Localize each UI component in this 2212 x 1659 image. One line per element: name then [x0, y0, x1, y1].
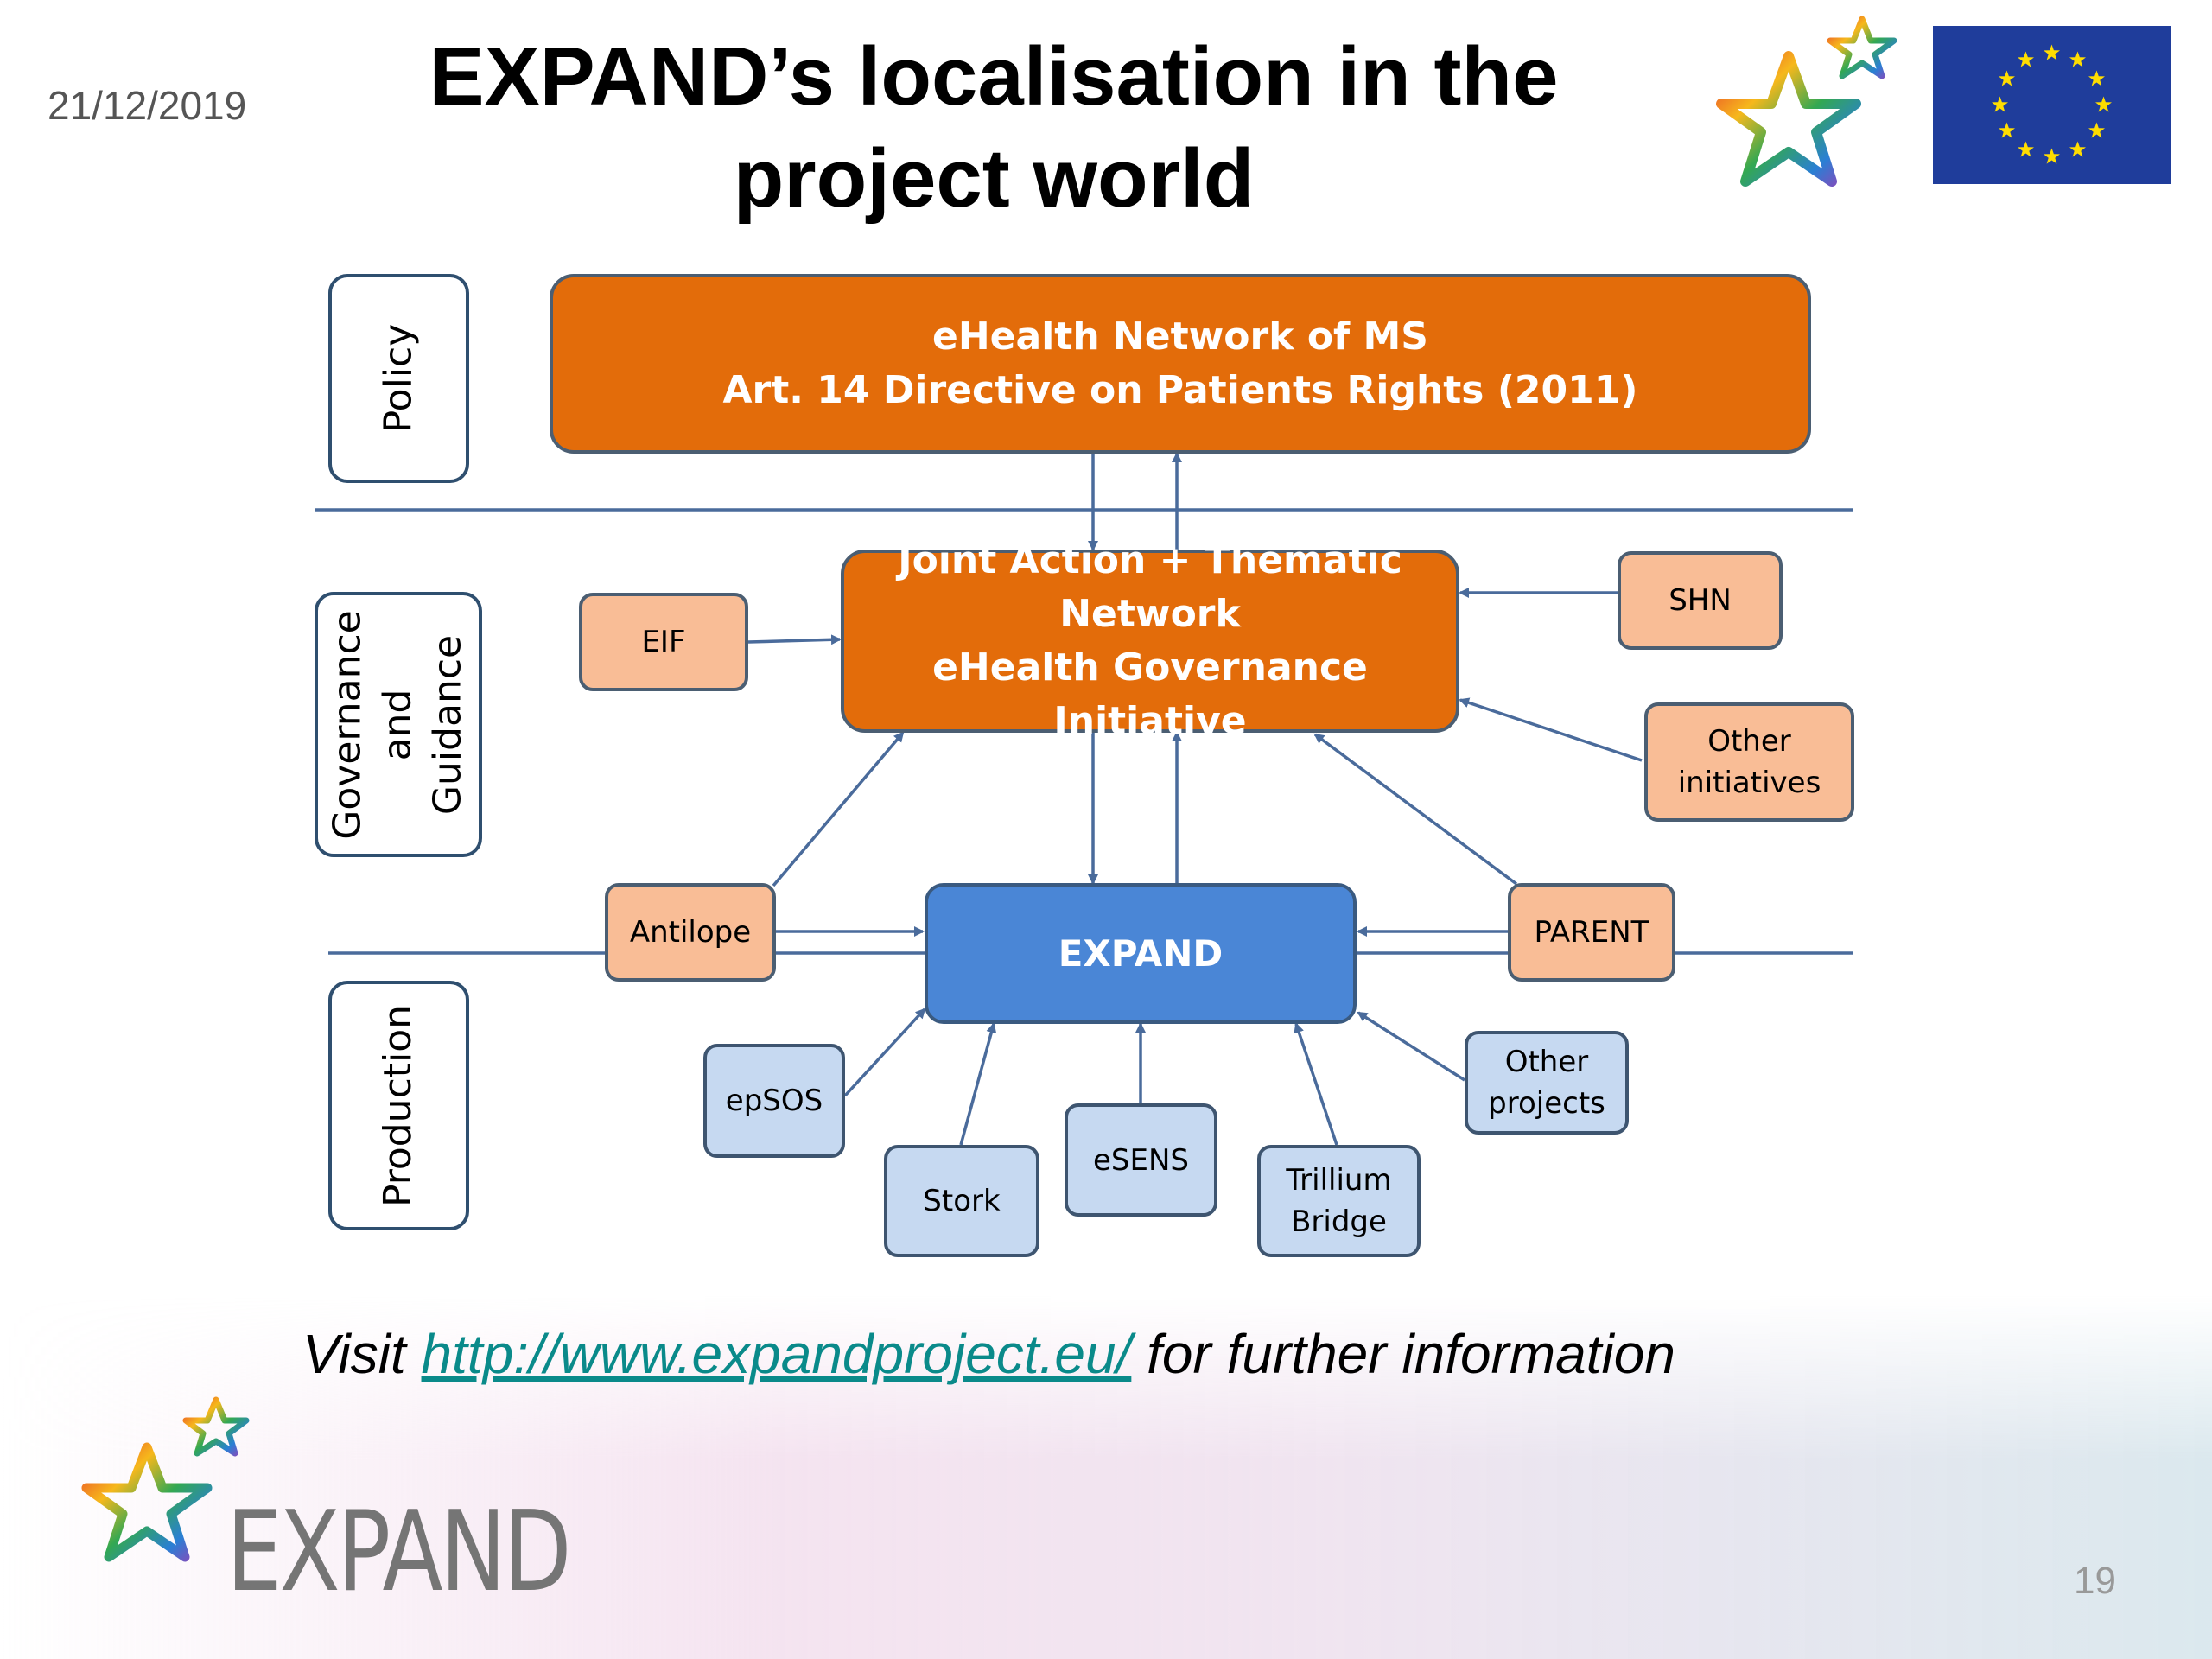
- node-stork: Stork: [884, 1145, 1039, 1257]
- arrow-stork-to-expand: [959, 1022, 997, 1146]
- eu-star-icon: [2088, 70, 2105, 86]
- lane-policy-label: Policy: [376, 323, 421, 434]
- node-other-projects: Other projects: [1465, 1031, 1629, 1135]
- arrow-parent-to-ja: [1313, 733, 1518, 886]
- slide-title: EXPAND’s localisation in the project wor…: [429, 30, 1559, 225]
- eu-star-icon: [2095, 96, 2112, 112]
- node-expand: EXPAND: [925, 883, 1357, 1024]
- eu-flag-icon: [1933, 26, 2171, 184]
- page-number: 19: [2074, 1560, 2116, 1602]
- visit-prefix: Visit: [302, 1323, 422, 1385]
- slide-date: 21/12/2019: [48, 83, 247, 128]
- node-esens: eSENS: [1065, 1103, 1217, 1217]
- eu-star-icon: [1999, 122, 2015, 138]
- arrow-other-projects-to-expand: [1357, 1011, 1465, 1082]
- expand-logo-stars-icon: [81, 1396, 250, 1562]
- eu-star-icon: [2044, 44, 2060, 60]
- node-shn: SHN: [1618, 551, 1783, 650]
- expand-logo-text: EXPAND: [226, 1488, 572, 1617]
- visit-bullet: Visit http://www.expandproject.eu/ for f…: [285, 1322, 1675, 1386]
- eu-star-icon: [2069, 51, 2086, 67]
- node-ehealth-network: eHealth Network of MS Art. 14 Directive …: [550, 274, 1811, 454]
- node-parent: PARENT: [1508, 883, 1675, 982]
- lane-production-label: Production: [376, 1004, 421, 1207]
- node-other-initiatives: Other initiatives: [1644, 702, 1854, 822]
- arrow-epsos-to-expand: [843, 1007, 926, 1097]
- node-joint-action: Joint Action + Thematic Network eHealth …: [841, 538, 1459, 743]
- eu-star-icon: [1999, 70, 2015, 86]
- eu-stars-ring: [1992, 44, 2112, 164]
- lane-governance: Governance and Guidance: [315, 592, 482, 857]
- background-gradient: [0, 1296, 2212, 1659]
- node-antilope: Antilope: [605, 883, 776, 982]
- project-link[interactable]: http://www.expandproject.eu/: [421, 1323, 1132, 1385]
- arrow-other-initiatives-to-ja: [1459, 697, 1643, 762]
- lane-policy: Policy: [328, 274, 469, 483]
- eu-star-icon: [2044, 148, 2060, 164]
- arrow-antilope-to-ja: [772, 731, 905, 887]
- node-eif: EIF: [579, 593, 748, 691]
- lane-production: Production: [328, 981, 469, 1230]
- eu-star-icon: [2018, 141, 2034, 157]
- eu-star-icon: [1992, 96, 2008, 112]
- lane-governance-label: Governance and Guidance: [326, 609, 471, 840]
- eu-star-icon: [2069, 141, 2086, 157]
- node-trillium-bridge: Trillium Bridge: [1257, 1145, 1421, 1257]
- eu-star-icon: [2018, 51, 2034, 67]
- eu-star-icon: [2088, 122, 2105, 138]
- node-epsos: epSOS: [703, 1044, 845, 1158]
- arrow-eif-to-ja: [747, 634, 842, 645]
- arrow-trillium-to-expand: [1294, 1022, 1338, 1146]
- multicolor-stars-icon: [1716, 16, 1897, 187]
- visit-suffix: for further information: [1131, 1323, 1675, 1385]
